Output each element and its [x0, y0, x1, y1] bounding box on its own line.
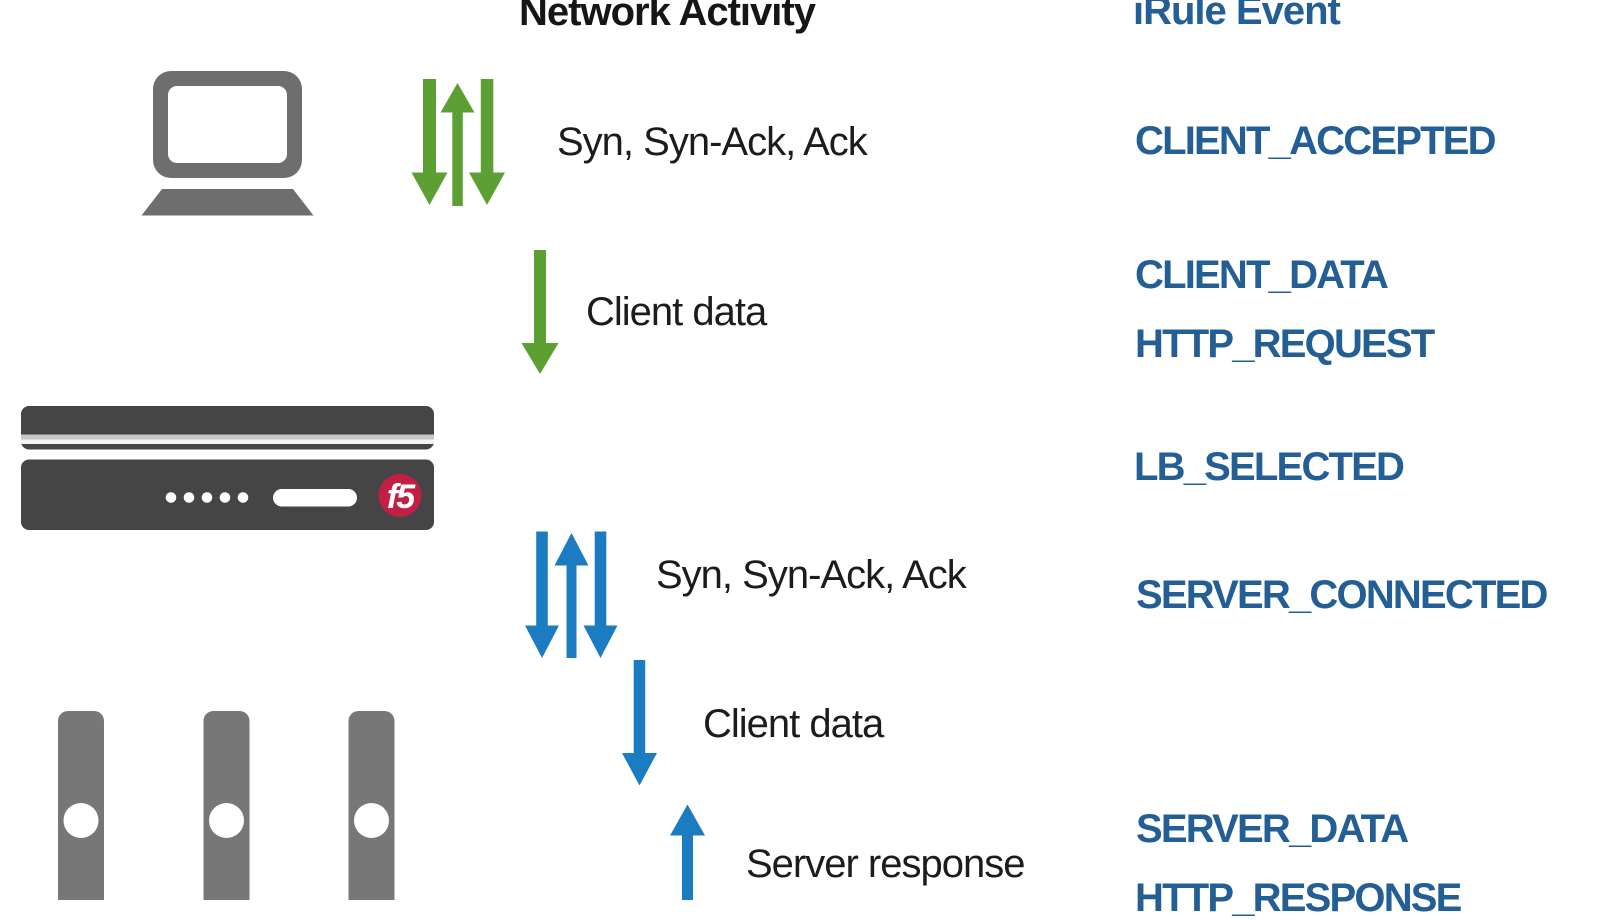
svg-text:f5: f5 [387, 478, 416, 516]
